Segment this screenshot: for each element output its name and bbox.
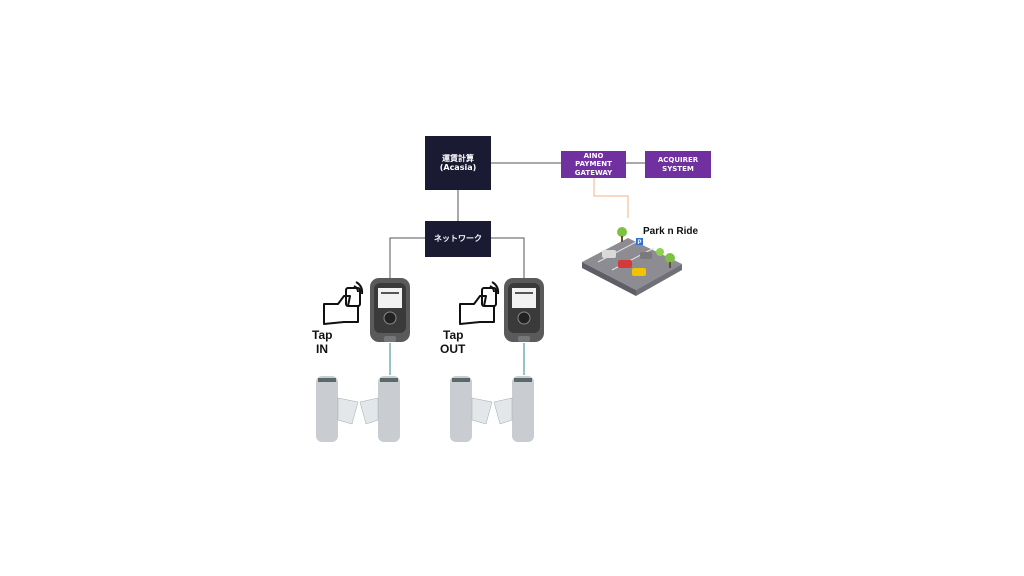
acquirer-line-1: ACQUIRER [657, 156, 699, 165]
hand-card-icon [459, 281, 500, 325]
network-node: ネットワーク [425, 221, 491, 257]
gateway-line-3: GATEWAY [574, 168, 613, 177]
tap-in-label: Tap IN [312, 328, 332, 357]
gateway-line-1: AINO [583, 152, 604, 161]
payment-gateway-node: AINO PAYMENT GATEWAY [561, 151, 626, 178]
network-label: ネットワーク [434, 234, 482, 244]
fare-calculation-subtitle: (Acasia) [439, 163, 477, 172]
acquirer-line-2: SYSTEM [662, 164, 694, 173]
tap-in-line-1: Tap [312, 328, 333, 342]
fare-calculation-title: 運賃計算 [442, 153, 474, 163]
gate-icon [450, 376, 534, 442]
gate-icon [316, 376, 400, 442]
svg-text:P: P [637, 240, 641, 246]
tap-in-line-2: IN [316, 342, 328, 357]
park-and-ride-label: Park n Ride [643, 226, 699, 237]
tap-out-label: Tap OUT [440, 328, 465, 357]
gateway-line-2: PAYMENT [575, 160, 612, 169]
hand-card-icon [323, 281, 364, 325]
link-network-to-right-reader [491, 237, 525, 278]
tap-out-line-1: Tap [443, 328, 464, 342]
fare-calculation-node: 運賃計算 (Acasia) [425, 136, 491, 190]
tap-out-line-2: OUT [440, 342, 466, 357]
acquirer-system-node: ACQUIRER SYSTEM [645, 151, 711, 178]
parking-lot-icon: P [582, 227, 682, 296]
connectors [389, 162, 645, 375]
link-gateway-to-park [593, 178, 629, 218]
validator-icon [504, 278, 544, 342]
validator-icon [370, 278, 410, 342]
link-network-to-left-reader [389, 237, 426, 278]
